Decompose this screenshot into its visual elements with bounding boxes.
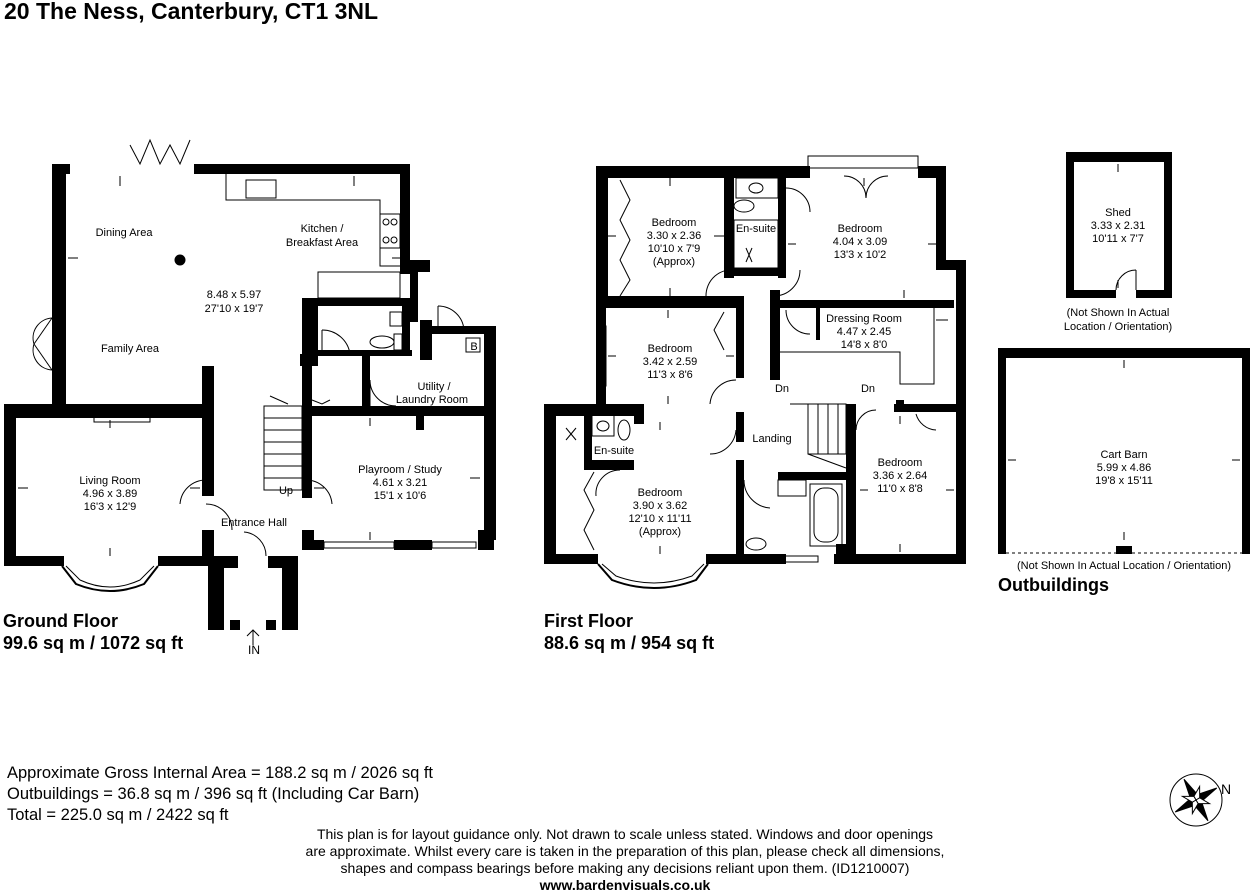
dressing-room-dim-ft: 14'8 x 8'0 [841,339,887,351]
first-floor-fittings [565,155,948,589]
ground-floor-area: 99.6 sq m / 1072 sq ft [3,633,184,653]
disclaimer: This plan is for layout guidance only. N… [260,826,990,894]
gross-area-line: Approximate Gross Internal Area = 188.2 … [7,764,434,782]
living-room-dim-ft: 16'3 x 12'9 [84,501,137,513]
dining-area-label: Dining Area [96,227,154,239]
bedroom-1-label: Bedroom [652,217,697,229]
bedroom-2-dim-m: 4.04 x 3.09 [833,236,887,248]
bedroom-3-dim-ft: 11'3 x 8'6 [647,369,693,381]
cart-barn-label: Cart Barn [1100,449,1147,461]
shed-dim-ft: 10'11 x 7'7 [1092,233,1144,245]
website-link[interactable]: www.bardenvisuals.co.uk [539,877,711,893]
open-plan-dim-m: 8.48 x 5.97 [207,289,261,301]
shed-label: Shed [1105,207,1131,219]
playroom-label: Playroom / Study [358,464,442,476]
kitchen-label-2: Breakfast Area [286,237,359,249]
kitchen-label-1: Kitchen / [301,223,345,235]
cart-barn-dim-ft: 19'8 x 15'11 [1095,475,1153,487]
shed-note-2: Location / Orientation) [1064,321,1172,333]
entrance-in-label: IN [248,643,260,657]
boiler-label: B [470,341,477,353]
stairs-up-label: Up [279,485,293,497]
dressing-room-label: Dressing Room [826,313,902,325]
ensuite-a-label: En-suite [736,223,776,235]
utility-label-1: Utility / [418,381,452,393]
living-room-dim-m: 4.96 x 3.89 [83,488,137,500]
bedroom-5-dim-ft: 11'0 x 8'8 [877,483,923,495]
bedroom-2-dim-ft: 13'3 x 10'2 [834,249,887,261]
ground-floor-name: Ground Floor [3,611,118,631]
stairs-down-label-1: Dn [775,383,789,395]
playroom-dim-ft: 15'1 x 10'6 [374,490,427,502]
total-area-line: Total = 225.0 sq m / 2422 sq ft [7,806,229,824]
outbuildings-area-line: Outbuildings = 36.8 sq m / 396 sq ft (In… [7,785,420,803]
entrance-hall-label: Entrance Hall [221,517,287,529]
shed-dim-m: 3.33 x 2.31 [1091,220,1145,232]
first-floor-name: First Floor [544,611,633,631]
disclaimer-line-2: are approximate. Whilst every care is ta… [305,843,945,859]
first-floor-walls [544,166,966,564]
ground-floor-fittings [32,138,481,619]
bedroom-4-label: Bedroom [638,487,683,499]
landing-label: Landing [752,433,791,445]
bedroom-3-dim-m: 3.42 x 2.59 [643,356,697,368]
bedroom-5-label: Bedroom [878,457,923,469]
bedroom-4-note: (Approx) [639,526,681,538]
bedroom-1-note: (Approx) [653,256,695,268]
outbuildings-heading: Outbuildings [998,575,1109,595]
stairs-down-label-2: Dn [861,383,875,395]
first-floor-area: 88.6 sq m / 954 sq ft [544,633,715,653]
ground-floor-heading: Ground Floor 99.6 sq m / 1072 sq ft [3,610,183,654]
area-summary: Approximate Gross Internal Area = 188.2 … [7,763,433,826]
page-title: 20 The Ness, Canterbury, CT1 3NL [4,0,379,24]
shed-note-1: (Not Shown In Actual [1067,307,1170,319]
shed-walls [1066,152,1172,298]
utility-label-2: Laundry Room [396,394,468,406]
dressing-room-dim-m: 4.47 x 2.45 [837,326,891,338]
bedroom-5-dim-m: 3.36 x 2.64 [873,470,927,482]
disclaimer-line-3: shapes and compass bearings before makin… [340,860,910,876]
bedroom-2-label: Bedroom [838,223,883,235]
first-floor-heading: First Floor 88.6 sq m / 954 sq ft [544,610,714,654]
cart-barn-fittings [1006,360,1242,554]
family-area-label: Family Area [101,343,160,355]
living-room-label: Living Room [79,475,140,487]
compass-north-label: N [1221,781,1231,797]
shed-fittings [1067,164,1137,291]
bedroom-4-dim-m: 3.90 x 3.62 [633,500,687,512]
compass-rose-icon [1169,773,1223,827]
bedroom-1-dim-ft: 10'10 x 7'9 [648,243,701,255]
ensuite-b-label: En-suite [594,445,634,457]
bedroom-1-dim-m: 3.30 x 2.36 [647,230,701,242]
disclaimer-line-1: This plan is for layout guidance only. N… [316,826,934,842]
cart-barn-walls [998,348,1250,554]
first-floor-dimension-arrows [608,178,954,554]
cart-barn-note: (Not Shown In Actual Location / Orientat… [1017,560,1231,572]
ground-floor-dimension-arrows [18,176,480,645]
playroom-dim-m: 4.61 x 3.21 [373,477,427,489]
open-plan-dim-ft: 27'10 x 19'7 [205,303,264,315]
bedroom-4-dim-ft: 12'10 x 11'11 [628,513,691,525]
cart-barn-dim-m: 5.99 x 4.86 [1097,462,1151,474]
bedroom-3-label: Bedroom [648,343,693,355]
